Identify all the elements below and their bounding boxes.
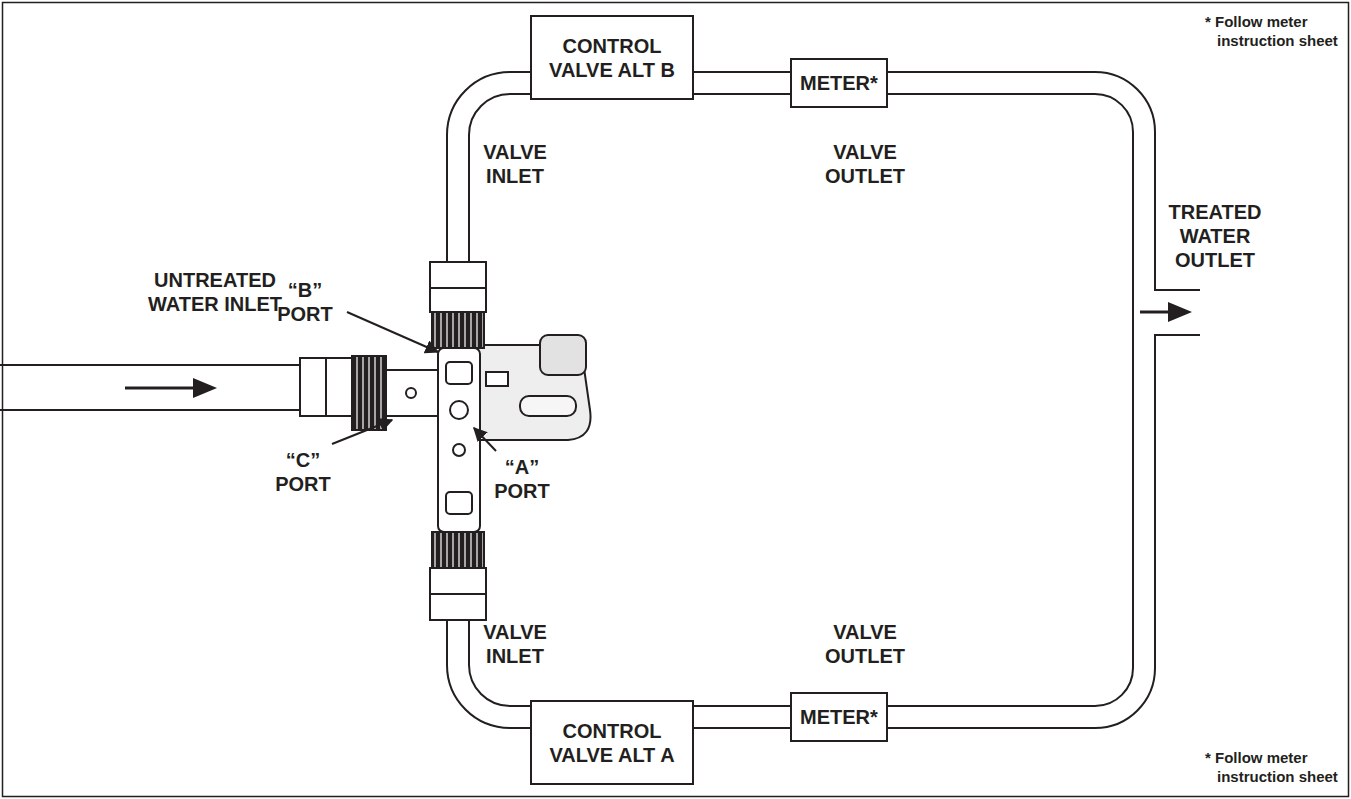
inlet-label: UNTREATED WATER INLET (145, 268, 285, 316)
footnote: * Follow meter instruction sheet (1205, 748, 1345, 786)
port-label: “C” PORT (272, 448, 334, 496)
port-label: “A” PORT (491, 455, 553, 503)
pipe-label: VALVE INLET (465, 140, 565, 188)
outlet-label: TREATED WATER OUTLET (1160, 200, 1270, 272)
port-label: “B” PORT (274, 278, 336, 326)
meter-box: METER* (790, 692, 888, 742)
bypass-valve (300, 262, 591, 620)
pipe-connector (694, 71, 790, 95)
box-text: CONTROL VALVE ALT A (540, 719, 684, 767)
footnote: * Follow meter instruction sheet (1205, 12, 1345, 50)
pipe-bore (694, 707, 790, 727)
control-valve-box: CONTROL VALVE ALT A (530, 700, 694, 785)
port-leaders (332, 312, 496, 451)
pipe-label: VALVE INLET (465, 620, 565, 668)
pipe-connector (694, 705, 790, 729)
pipe-bore (694, 73, 790, 93)
box-text: METER* (800, 71, 878, 95)
pipe-label: VALVE OUTLET (810, 620, 920, 668)
box-text: CONTROL VALVE ALT B (540, 34, 684, 82)
pipes (0, 72, 1200, 728)
meter-box: METER* (790, 58, 888, 108)
frame (3, 3, 1349, 797)
pipe-label: VALVE OUTLET (810, 140, 920, 188)
control-valve-box: CONTROL VALVE ALT B (530, 15, 694, 100)
box-text: METER* (800, 705, 878, 729)
